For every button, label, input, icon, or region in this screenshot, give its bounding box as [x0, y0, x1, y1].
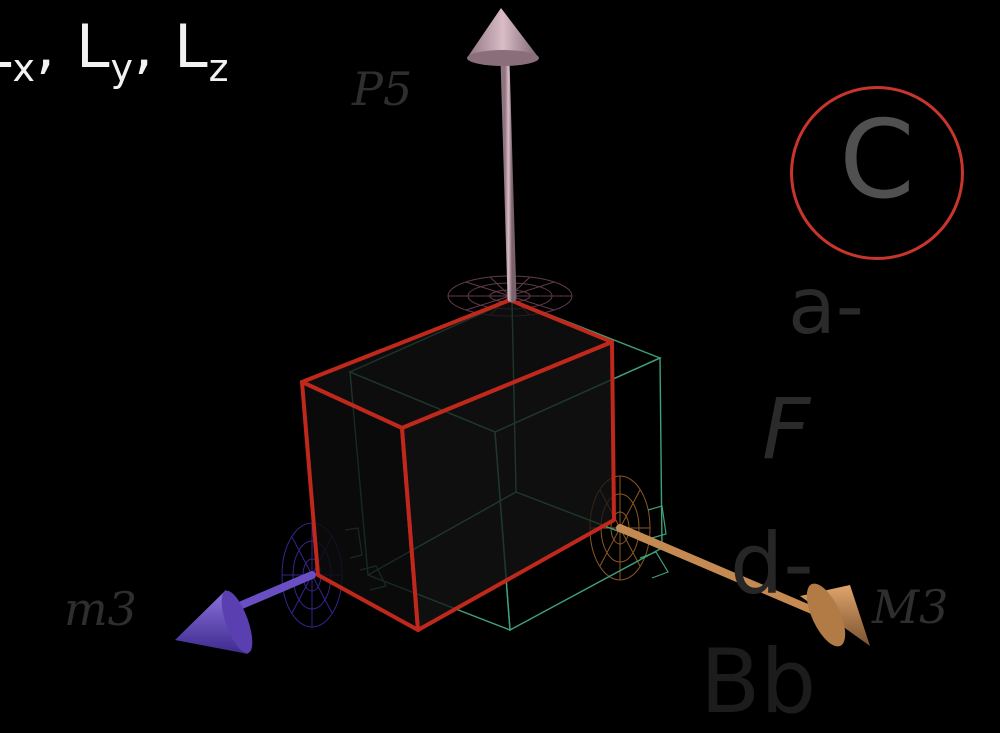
title-l3: L: [174, 12, 209, 82]
ghost-note-a-minor: a-: [788, 262, 864, 352]
title-sub-z: z: [208, 46, 230, 90]
left-axis-arrow: [175, 571, 316, 654]
chord-badge-letter: C: [839, 98, 915, 223]
right-axis-arrow: [616, 524, 870, 647]
axis-label-up: P5: [352, 62, 413, 116]
chord-badge: C: [790, 86, 964, 260]
ghost-note-f: F: [762, 380, 811, 478]
front-solid-box: [300, 298, 616, 632]
title-sep1: ,: [35, 12, 77, 82]
title-l2: L: [76, 12, 111, 82]
title-sub-x: x: [12, 46, 36, 90]
up-axis-arrow: [467, 8, 539, 303]
title-sep2: ,: [134, 12, 175, 82]
diagram-title: Lx, Ly, Lz: [0, 12, 230, 90]
ghost-note-bb: Bb: [700, 630, 817, 733]
ghost-note-d-minor: d-: [730, 515, 814, 613]
title-l1: L: [0, 12, 12, 82]
axis-label-left: m3: [64, 582, 137, 636]
axis-label-right: M3: [872, 580, 949, 634]
title-sub-y: y: [110, 46, 135, 90]
